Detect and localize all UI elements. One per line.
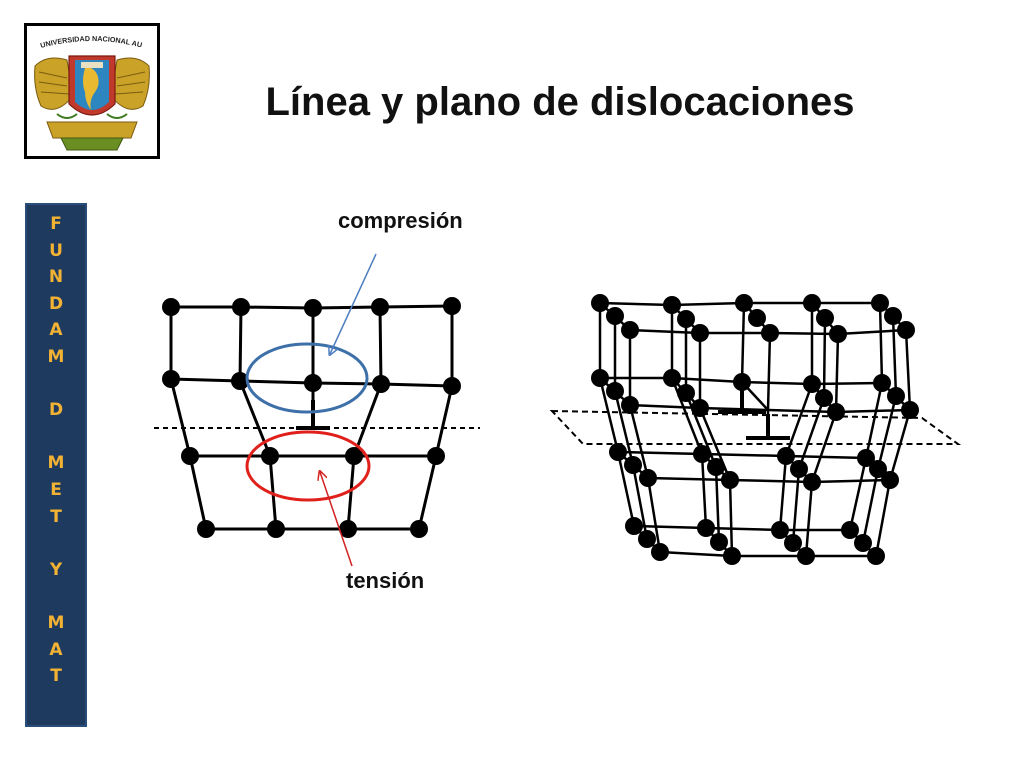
tension-arrow [320,472,353,567]
compression-arrow [330,253,377,354]
edge-dislocation-3d [549,294,962,565]
unam-seal-icon: UNIVERSIDAD NACIONAL AUTONOMA DE MEXICO [27,26,150,151]
slip-plane-3d [549,409,962,445]
tension-label: tensión [346,568,425,593]
side-banner: F U N D A M D M E T Y M A T [25,203,87,727]
lattice-col-1 [169,307,208,530]
compression-ellipse [245,342,369,414]
unam-logo: UNIVERSIDAD NACIONAL AUTONOMA DE MEXICO [24,23,160,159]
slide-title: Línea y plano de dislocaciones [265,80,855,124]
lattice-col-5 [417,306,454,530]
compression-label: compresión [338,208,463,233]
lattice-atoms [162,297,461,538]
dislocation-symbol-3d [718,388,790,440]
tension-ellipse [245,430,371,502]
lattice-col-2 [238,306,278,530]
dislocation-symbol [296,400,330,430]
side-banner-text: F U N D A M D M E T Y M A T [47,214,65,687]
lattice-col-4 [346,306,383,530]
